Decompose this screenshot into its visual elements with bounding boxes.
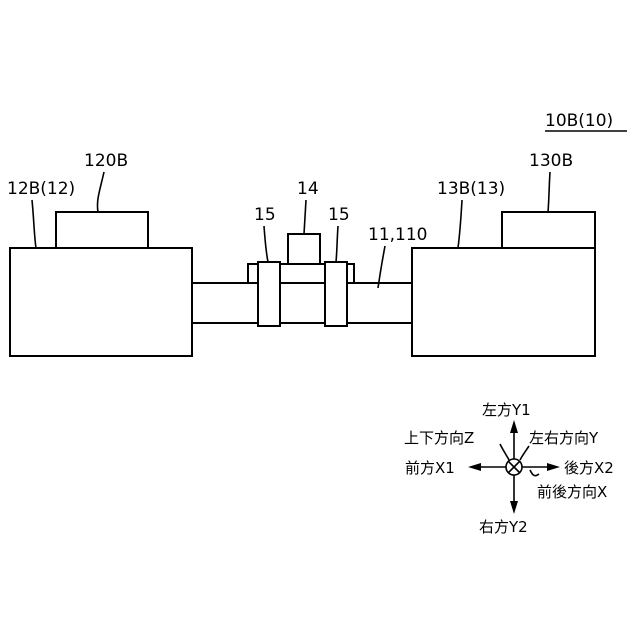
label-left-y1: 左方Y1 <box>482 401 531 419</box>
figure-label: 10B(10) <box>545 111 613 131</box>
right-top-label: 130B <box>529 151 573 171</box>
label-right-y2: 右方Y2 <box>479 518 528 536</box>
leader-center-part <box>304 200 306 234</box>
label-up-down-z: 上下方向Z <box>404 429 474 447</box>
shaft-label: 11,110 <box>368 225 427 245</box>
leader-front-rear <box>530 470 539 476</box>
label-front-x1: 前方X1 <box>405 459 455 477</box>
arrow-up-icon <box>510 420 518 433</box>
right-unit-box <box>412 248 595 356</box>
arrow-down-icon <box>510 501 518 514</box>
clamp-left <box>258 262 280 326</box>
arrow-left-icon <box>468 463 481 471</box>
leader-left-top <box>97 172 104 212</box>
clamp-right-label: 15 <box>328 205 350 225</box>
leader-shaft <box>378 246 385 288</box>
right-box-label: 13B(13) <box>437 179 505 199</box>
shaft <box>192 283 412 323</box>
clamp-right <box>325 262 347 326</box>
leader-clamp-left <box>264 226 268 262</box>
leader-right-box <box>458 200 462 248</box>
left-top-block <box>56 212 148 248</box>
label-rear-x2: 後方X2 <box>564 459 614 477</box>
label-front-rear-x: 前後方向X <box>537 483 607 501</box>
left-box-label: 12B(12) <box>7 179 75 199</box>
right-top-block <box>502 212 595 248</box>
leader-right-top <box>548 172 550 212</box>
leader-left-right <box>520 446 529 460</box>
arrow-right-icon <box>547 463 560 471</box>
left-top-label: 120B <box>84 151 128 171</box>
leader-up-down <box>500 444 509 460</box>
center-part-label: 14 <box>297 179 319 199</box>
clamp-left-label: 15 <box>254 205 276 225</box>
label-left-right-y: 左右方向Y <box>529 429 599 447</box>
left-unit-box <box>10 248 192 356</box>
center-part <box>288 234 320 264</box>
leader-left-box <box>32 200 36 248</box>
leader-clamp-right <box>336 226 338 262</box>
